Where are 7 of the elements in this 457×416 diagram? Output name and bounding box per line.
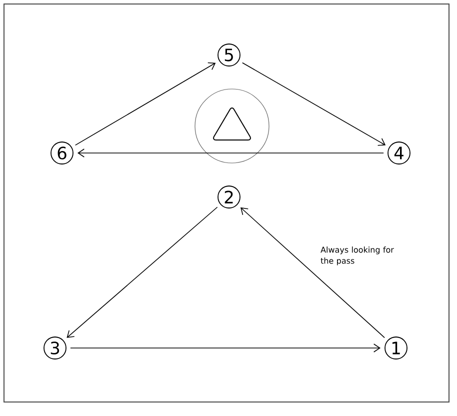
note: Always looking for the pass <box>320 246 394 266</box>
arrow <box>74 62 216 146</box>
arrow <box>240 207 385 338</box>
arrow <box>242 62 386 146</box>
arrow <box>77 148 384 158</box>
arrow <box>70 344 381 352</box>
arrow <box>66 206 218 338</box>
